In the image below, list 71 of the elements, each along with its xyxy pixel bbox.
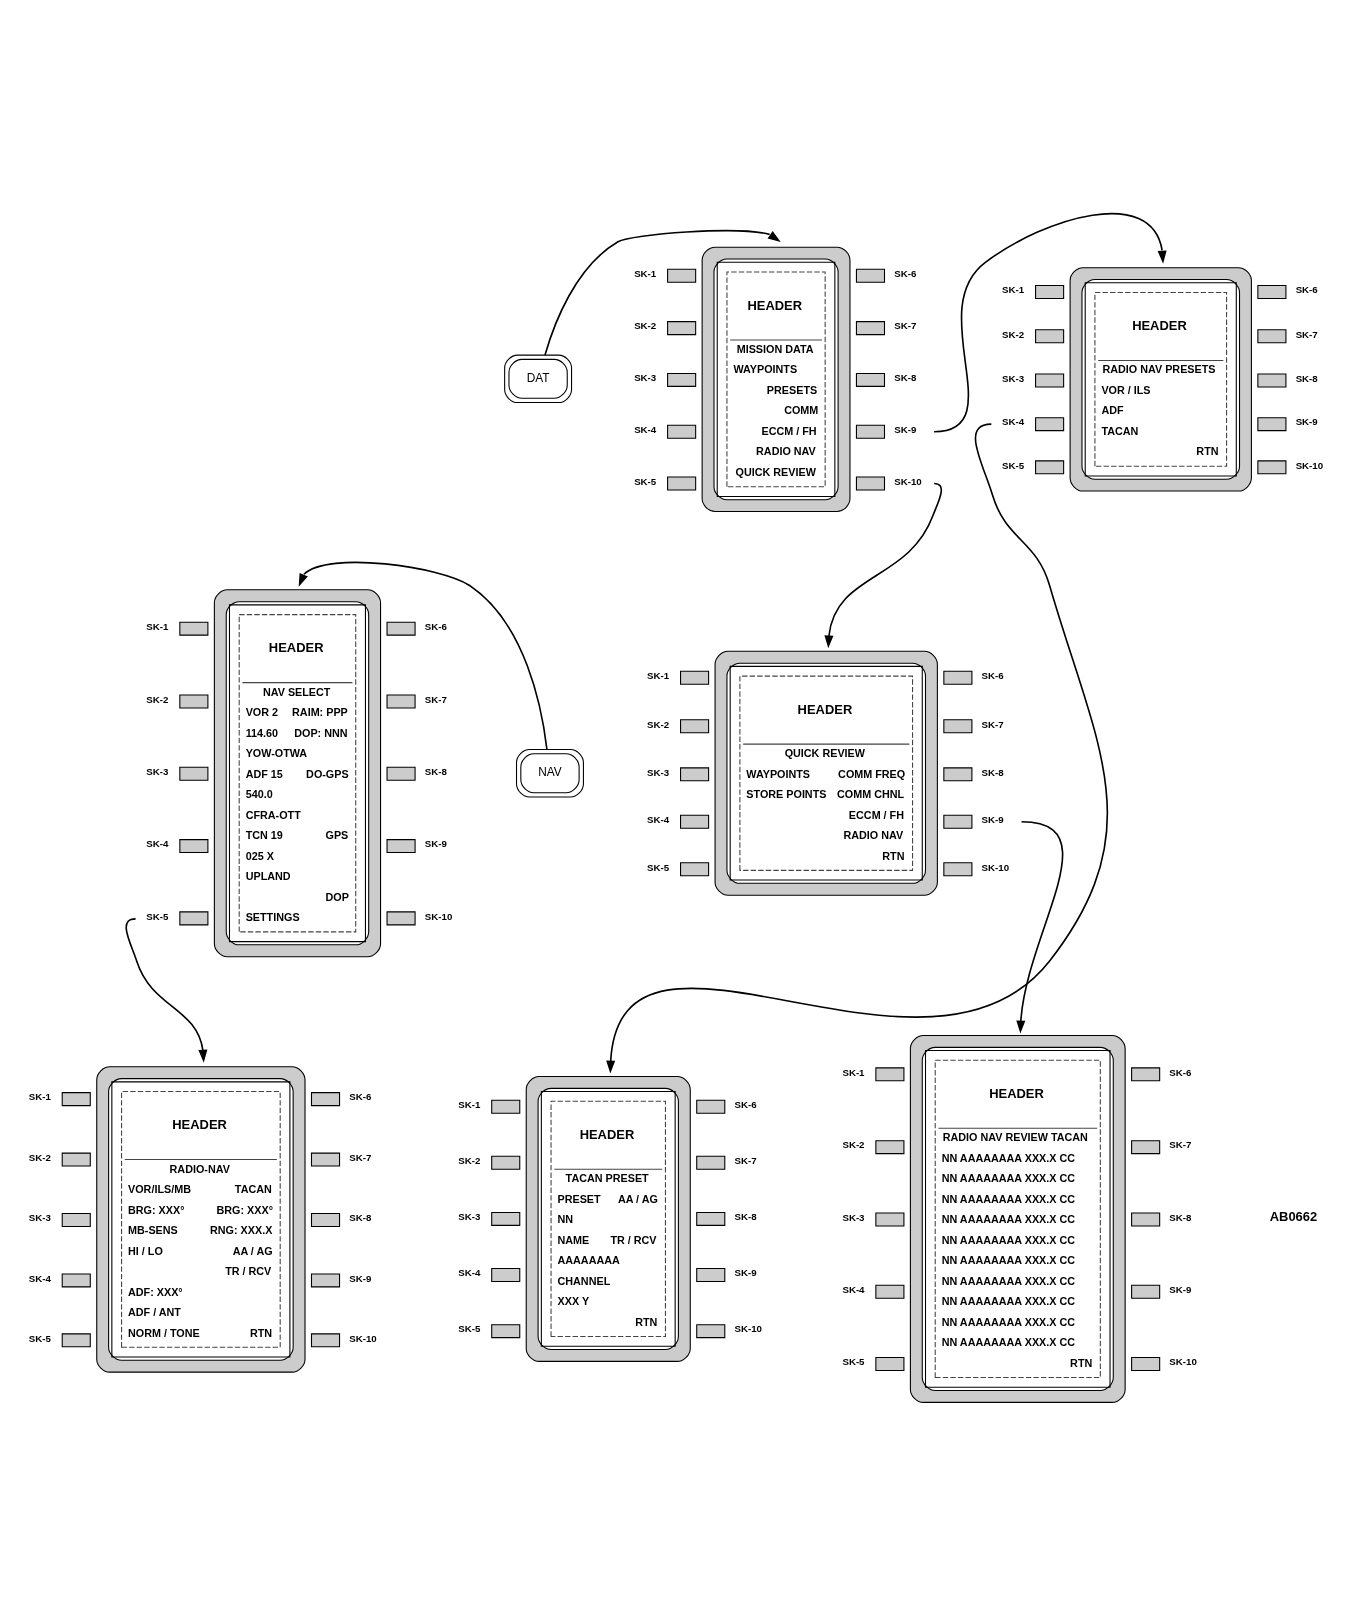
node-label: SK-1 (634, 267, 657, 279)
node-label: SK-3 (842, 1211, 865, 1223)
node-label: SK-8 (734, 1210, 757, 1222)
node-label: SK-10 (1295, 459, 1324, 471)
node-label: SK-1 (458, 1098, 481, 1110)
node-label: SK-9 (424, 837, 447, 849)
node-label: SK-3 (1002, 372, 1025, 384)
node-label: SK-4 (647, 813, 670, 825)
node-label: SK-10 (1169, 1355, 1197, 1367)
node-label: SK-2 (1002, 328, 1025, 339)
node-label: SK-9 (734, 1266, 757, 1278)
node-label: SK-4 (28, 1272, 51, 1284)
node-label: SK-10 (349, 1332, 377, 1344)
node-label: SK-10 (981, 861, 1010, 873)
node-label: SK-1 (1002, 283, 1025, 295)
node-label: SK-6 (894, 267, 917, 279)
node-label: SK-9 (349, 1272, 372, 1284)
node-label: SK-6 (349, 1090, 372, 1102)
node-label: SK-7 (1169, 1138, 1192, 1150)
node-label: SK-3 (146, 765, 169, 777)
node-label: SK-8 (424, 765, 447, 777)
node-label: SK-8 (349, 1211, 372, 1223)
node-label: SK-6 (1169, 1066, 1192, 1078)
node-label: SK-8 (1169, 1211, 1192, 1223)
node-label: SK-1 (842, 1066, 865, 1078)
node-label: SK-9 (1295, 415, 1318, 427)
node-label: SK-2 (28, 1151, 51, 1163)
node-label: SK-7 (349, 1151, 372, 1163)
node-label: SK-5 (634, 475, 657, 487)
node-label: SK-5 (647, 861, 670, 873)
node-label: SK-5 (146, 910, 169, 922)
node-label: SK-8 (1295, 372, 1318, 384)
node-label: SK-9 (894, 423, 917, 435)
node-label: SK-3 (634, 371, 657, 383)
node-label: SK-7 (1295, 328, 1318, 339)
node-label: SK-2 (842, 1138, 865, 1150)
node-label: SK-9 (1169, 1283, 1192, 1295)
node-label: SK-5 (1002, 459, 1025, 471)
node-label: SK-7 (981, 718, 1004, 730)
node-label: SK-10 (424, 910, 453, 922)
node-label: SK-3 (28, 1211, 51, 1223)
node-label: SK-7 (734, 1154, 757, 1166)
node-label: SK-3 (458, 1210, 481, 1222)
node-label: SK-1 (647, 669, 670, 681)
node-label: SK-6 (981, 669, 1004, 681)
node-label: SK-1 (28, 1090, 51, 1102)
node-label: SK-7 (424, 693, 447, 705)
node-label: SK-5 (28, 1332, 51, 1344)
node-label: SK-2 (634, 319, 657, 331)
node-label: SK-4 (842, 1283, 865, 1295)
node-label: SK-7 (894, 319, 917, 331)
node-label: SK-4 (1002, 415, 1025, 427)
node-label: SK-10 (894, 475, 922, 487)
node-label: SK-2 (146, 693, 169, 705)
node-label: SK-2 (458, 1154, 481, 1166)
label: AB0662 (1269, 1208, 1318, 1224)
node-label: SK-5 (458, 1322, 481, 1334)
node-label: SK-6 (1295, 283, 1318, 295)
node-label: SK-6 (734, 1098, 757, 1110)
node-label: SK-4 (146, 837, 169, 849)
node-label: SK-5 (842, 1355, 865, 1367)
node-label: SK-4 (634, 423, 657, 435)
node-label: SK-2 (647, 718, 670, 730)
node-label: SK-3 (647, 766, 670, 778)
node-label: SK-1 (146, 620, 169, 632)
node-label: SK-6 (424, 620, 447, 632)
node-label: SK-9 (981, 813, 1004, 825)
node-label: SK-10 (734, 1322, 763, 1334)
node-label: SK-8 (981, 766, 1004, 778)
node-label: SK-4 (458, 1266, 481, 1278)
node-label: SK-8 (894, 371, 917, 383)
